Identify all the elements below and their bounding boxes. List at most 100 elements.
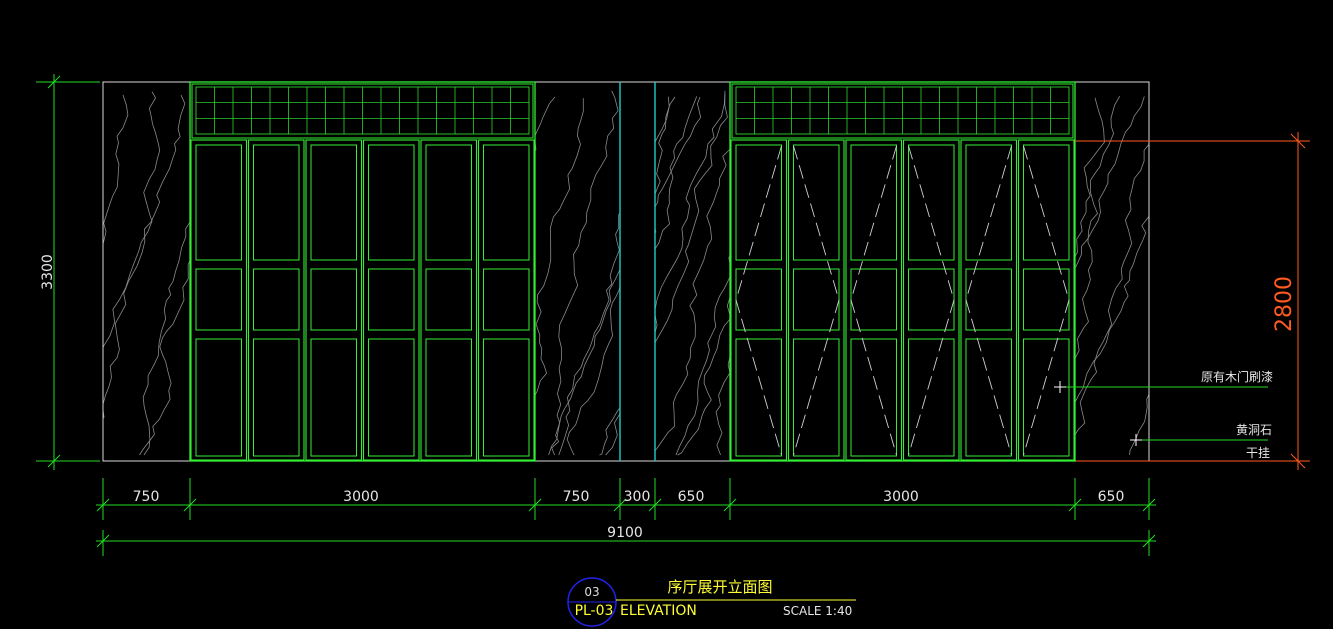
dimension-tick-slash xyxy=(528,498,542,512)
title-english: ELEVATION xyxy=(620,603,697,619)
door-panel xyxy=(850,144,897,261)
segment-label-1: 750 xyxy=(133,489,160,505)
dimension-tick-slash xyxy=(183,498,197,512)
swing-line xyxy=(1023,145,1070,456)
stone-vein xyxy=(1051,95,1149,456)
dimension-height-total xyxy=(36,74,100,470)
door-panel xyxy=(735,144,782,261)
door-panel xyxy=(310,338,357,457)
door-panel xyxy=(253,338,300,457)
title-sheet-ref: PL-03 xyxy=(575,603,614,619)
stone-vein xyxy=(1065,95,1149,456)
dimension-tick-slash xyxy=(1068,498,1082,512)
door-panel xyxy=(908,144,955,261)
door-leaf xyxy=(787,139,845,461)
annotation-door: 原有木门刷漆 xyxy=(1201,369,1273,384)
door-leaf xyxy=(477,139,535,461)
dimension-tick-slash xyxy=(96,498,110,512)
annotation-markers xyxy=(1054,381,1142,446)
door-right xyxy=(729,81,1076,462)
door-outer-frame xyxy=(189,81,536,462)
title-chinese: 序厅展开立面图 xyxy=(667,578,772,596)
door-panel xyxy=(425,144,472,261)
dimension-tick-slash xyxy=(648,498,662,512)
door-panel xyxy=(195,268,242,331)
door-panel xyxy=(793,144,840,261)
door-panel xyxy=(195,144,242,261)
dimension-tick-slash xyxy=(613,498,627,512)
annotation-stone: 黄洞石 xyxy=(1236,423,1272,437)
door-leaf xyxy=(247,139,305,461)
door-panel xyxy=(310,268,357,331)
door-panel xyxy=(195,338,242,457)
dimension-tick-slash xyxy=(1142,498,1156,512)
stone-vein xyxy=(566,96,676,456)
door-panel xyxy=(253,144,300,261)
dimension-tick-slash xyxy=(723,498,737,512)
door-leaf xyxy=(960,139,1018,461)
stone-vein xyxy=(103,94,129,456)
door-leaf xyxy=(730,139,788,461)
title-scale: SCALE 1:40 xyxy=(783,604,852,618)
door-leaf xyxy=(420,139,478,461)
door-panel xyxy=(368,144,415,261)
segment-label-3: 750 xyxy=(563,489,590,505)
segment-label-7: 650 xyxy=(1098,489,1125,505)
door-panel xyxy=(368,268,415,331)
dimension-door-height xyxy=(1075,132,1310,470)
dimension-width-total-label: 9100 xyxy=(607,525,643,541)
swing-line xyxy=(793,145,840,456)
title-circle-number: 03 xyxy=(584,585,599,599)
door-panel xyxy=(368,338,415,457)
transom-frame xyxy=(731,83,1074,139)
door-panel xyxy=(425,338,472,457)
segment-label-5: 650 xyxy=(678,489,705,505)
swing-line xyxy=(965,145,1012,456)
segment-label-4: 300 xyxy=(624,489,651,505)
door-panel xyxy=(965,144,1012,261)
dimension-door-height-label: 2800 xyxy=(1272,276,1297,332)
door-leaf xyxy=(305,139,363,461)
door-panel xyxy=(793,338,840,457)
annotation-stone-install: 干挂 xyxy=(1246,446,1270,460)
segment-label-2: 3000 xyxy=(343,489,379,505)
stone-vein xyxy=(551,90,619,456)
wall-outline xyxy=(102,81,1150,462)
door-panel xyxy=(735,338,782,457)
dimension-width-total xyxy=(96,530,1156,556)
stone-vein xyxy=(103,91,161,456)
door-leaf xyxy=(902,139,960,461)
stone-vein xyxy=(511,98,584,456)
swing-line xyxy=(908,145,955,456)
column-lines xyxy=(619,82,656,461)
door-panel xyxy=(425,268,472,331)
stone-vein xyxy=(650,99,751,456)
dimension-segment-labels: 750 3000 750 300 650 3000 650 xyxy=(133,489,1125,505)
stone-vein xyxy=(1129,98,1149,456)
door-panel xyxy=(483,268,530,331)
door-panel xyxy=(483,144,530,261)
door-swing-lines xyxy=(735,145,1070,456)
door-panel xyxy=(1023,144,1070,261)
door-outer-frame xyxy=(729,81,1076,462)
segment-label-6: 3000 xyxy=(883,489,919,505)
swing-line xyxy=(850,145,897,456)
door-left xyxy=(189,81,536,462)
door-leaf xyxy=(190,139,248,461)
door-panel xyxy=(310,144,357,261)
door-leaf xyxy=(845,139,903,461)
transom-frame xyxy=(191,83,534,139)
door-panel xyxy=(850,338,897,457)
door-panel xyxy=(965,338,1012,457)
door-panel xyxy=(1023,338,1070,457)
annotation-leaders xyxy=(1060,386,1268,441)
door-panel xyxy=(253,268,300,331)
door-panel xyxy=(483,338,530,457)
door-leaf xyxy=(1017,139,1075,461)
swing-line xyxy=(735,145,782,456)
dimension-height-total-label: 3300 xyxy=(40,254,56,290)
door-leaf xyxy=(362,139,420,461)
dimension-width-segments xyxy=(96,478,1156,520)
door-panel xyxy=(908,338,955,457)
